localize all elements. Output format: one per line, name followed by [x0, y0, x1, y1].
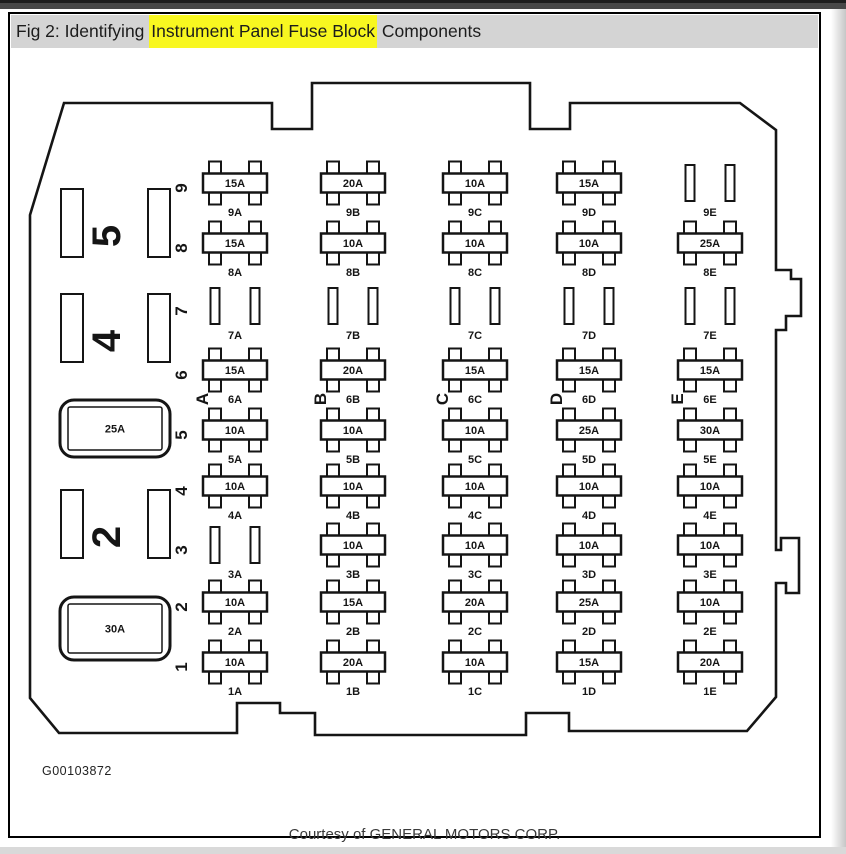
figure-title-prefix: Fig 2: Identifying — [16, 21, 150, 41]
figure-frame: Fig 2: Identifying Instrument Panel Fuse… — [8, 12, 821, 843]
credit-line: Courtesy of GENERAL MOTORS CORP. — [288, 826, 561, 843]
figure-id: G00103872 — [42, 764, 112, 778]
window-top-bar — [0, 0, 846, 9]
figure-title-bar: Fig 2: Identifying Instrument Panel Fuse… — [11, 15, 818, 48]
figure-title-suffix: Components — [377, 21, 482, 41]
page-edge-shadow-right — [831, 9, 846, 854]
page-edge-shadow-bottom — [0, 847, 846, 854]
figure-title-highlight: Instrument Panel Fuse Block — [149, 15, 377, 48]
